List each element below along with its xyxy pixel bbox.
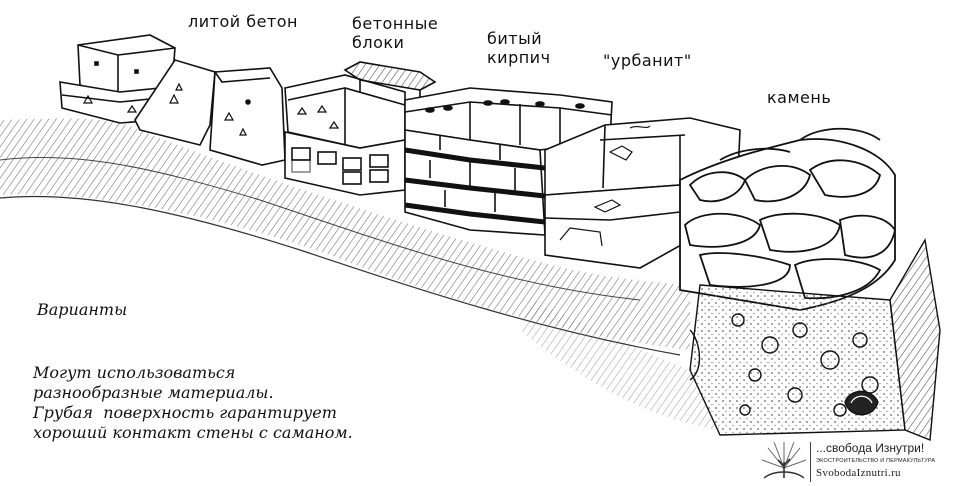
label-concrete-blocks: бетонные блоки <box>352 14 438 52</box>
label-urbanite: "урбанит" <box>603 51 692 70</box>
sun-tree-icon <box>758 438 810 484</box>
site-logo: ...свобода Изнутри! ЭКОСТРОИТЕЛЬСТВО И П… <box>758 438 953 486</box>
logo-divider <box>810 442 811 482</box>
logo-url: SvobodaIznutri.ru <box>816 467 901 479</box>
caption-title: Варианты <box>37 300 127 319</box>
logo-tagline: ...свобода Изнутри! <box>816 441 924 455</box>
caption-line: хороший контакт стены с саманом. <box>33 423 463 443</box>
label-cast-concrete: литой бетон <box>188 12 298 31</box>
caption-description: Могут использоваться разнообразные матер… <box>33 363 463 443</box>
label-stone: камень <box>767 88 831 107</box>
label-broken-brick: битый кирпич <box>487 29 551 67</box>
logo-subtitle: ЭКОСТРОИТЕЛЬСТВО И ПЕРМАКУЛЬТУРА <box>816 458 935 464</box>
caption-line: Могут использоваться <box>33 363 463 383</box>
caption-line: Грубая поверхность гарантирует <box>33 403 463 423</box>
caption-line: разнообразные материалы. <box>33 383 463 403</box>
